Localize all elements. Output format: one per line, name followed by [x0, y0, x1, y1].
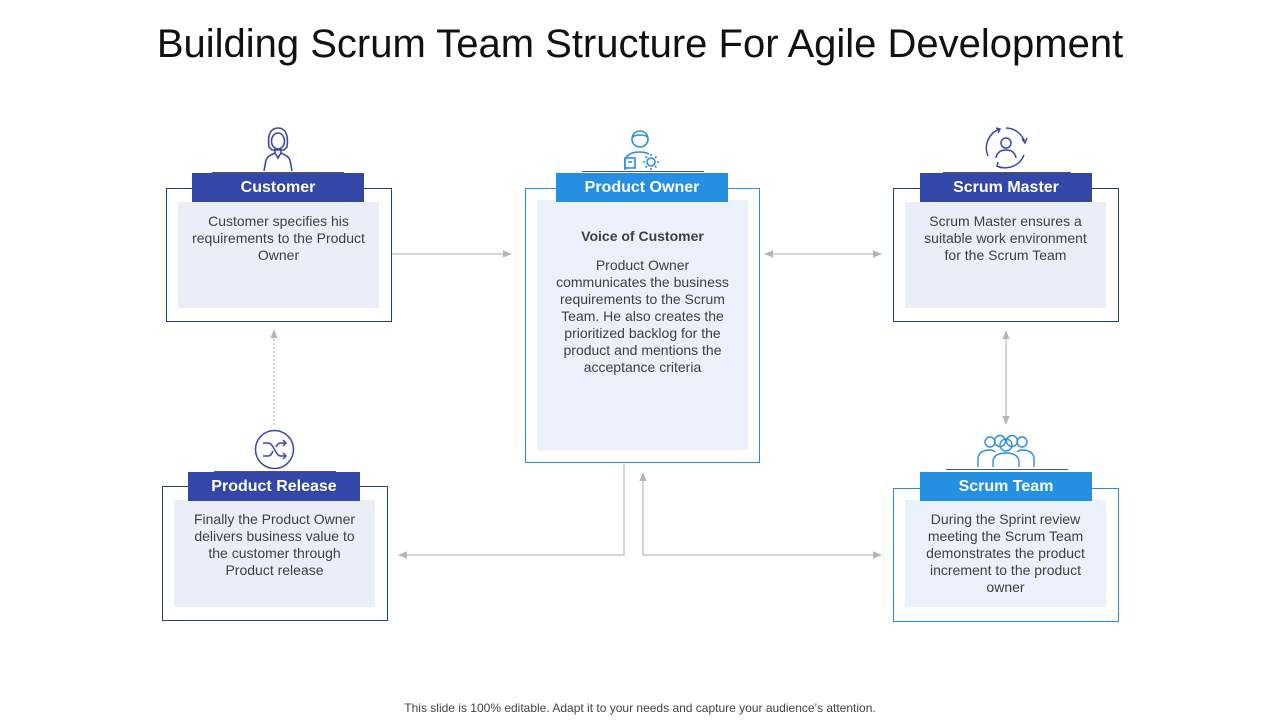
scrum-master-description: Scrum Master ensures a suitable work env… — [905, 202, 1106, 308]
product-owner-label: Product Owner — [556, 173, 728, 202]
product-release-tag-line — [214, 471, 336, 472]
scrum-master-tag-line — [943, 172, 1071, 173]
footer-note: This slide is 100% editable. Adapt it to… — [404, 701, 876, 715]
scrum-team-card: During the Sprint review meeting the Scr… — [893, 488, 1119, 622]
customer-card: Customer specifies his requirements to t… — [166, 188, 392, 322]
product-owner-description: Product Owner communicates the business … — [556, 257, 729, 375]
product-release-label: Product Release — [188, 472, 360, 501]
product-owner-card: Voice of Customer Product Owner communic… — [525, 188, 760, 463]
shuffle-icon — [254, 429, 295, 470]
arrow-scrum-team-to-product-owner — [639, 472, 882, 559]
product-release-description: Finally the Product Owner delivers busin… — [174, 500, 375, 607]
user-cycle-icon — [983, 125, 1029, 171]
user-gear-icon — [620, 128, 664, 172]
product-owner-tag-line — [582, 171, 704, 172]
customer-label: Customer — [192, 173, 364, 202]
arrow-product-owner-to-product-release — [398, 464, 625, 559]
team-group-icon — [976, 433, 1036, 469]
scrum-master-card: Scrum Master ensures a suitable work env… — [893, 188, 1119, 322]
scrum-master-label: Scrum Master — [920, 173, 1092, 202]
scrum-team-description: During the Sprint review meeting the Scr… — [905, 500, 1106, 607]
scrum-team-tag-line — [946, 469, 1068, 470]
scrum-team-label: Scrum Team — [920, 472, 1092, 501]
product-owner-body: Voice of Customer Product Owner communic… — [537, 200, 748, 450]
product-owner-subtitle: Voice of Customer — [581, 228, 704, 244]
slide-title: Building Scrum Team Structure For Agile … — [156, 22, 1124, 66]
woman-user-icon — [259, 125, 297, 173]
product-release-card: Finally the Product Owner delivers busin… — [162, 486, 388, 621]
customer-tag-line — [212, 172, 344, 173]
customer-description: Customer specifies his requirements to t… — [178, 202, 379, 308]
